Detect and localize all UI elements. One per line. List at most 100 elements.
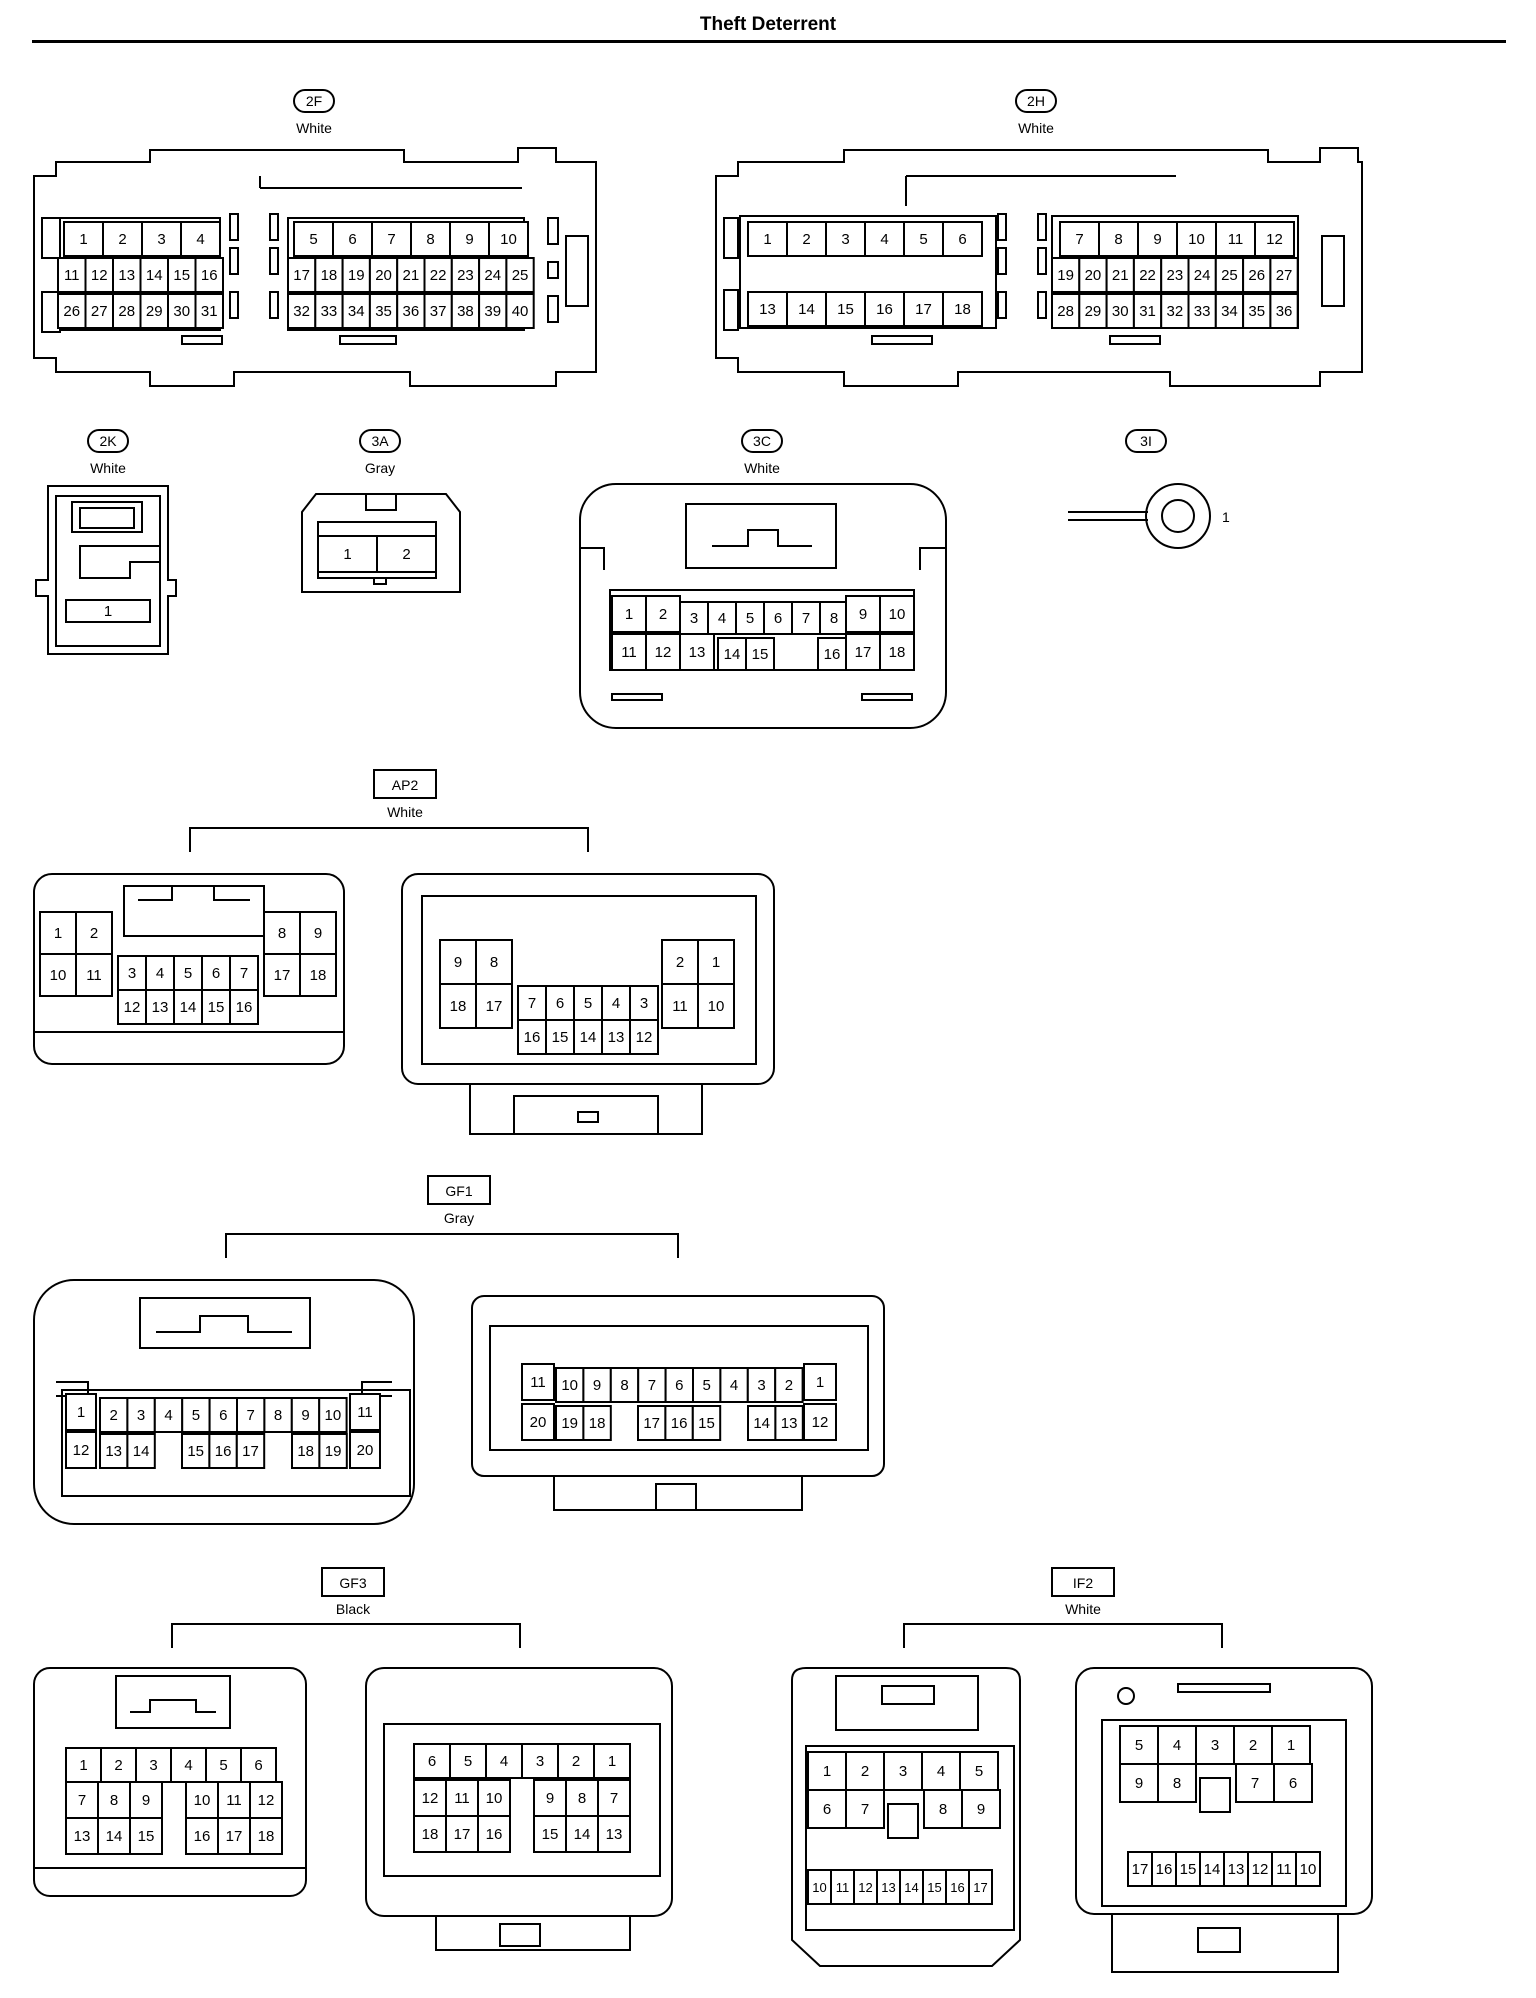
- pin-cell: [697, 983, 735, 1029]
- connector-id: 3A: [371, 433, 389, 449]
- pin-cell: [845, 1789, 885, 1829]
- pin-number: 12: [91, 267, 108, 284]
- pin-number: 2: [114, 1757, 122, 1774]
- pin-number: 10: [889, 606, 906, 623]
- pin-number: 10: [486, 1790, 503, 1807]
- pin-number: 1: [1287, 1737, 1295, 1754]
- pin-cell: [413, 1743, 451, 1779]
- pin-number: 4: [718, 610, 726, 627]
- pin-number: 9: [142, 1792, 150, 1809]
- title-rule: [32, 40, 1506, 43]
- pin-number: 17: [274, 967, 291, 984]
- pin-number: 11: [64, 267, 80, 284]
- pin-number: 3: [157, 231, 165, 248]
- pin-number: 10: [812, 1880, 826, 1895]
- pin-number: 11: [226, 1792, 242, 1809]
- pin-number: 7: [247, 1407, 255, 1424]
- pin-cell: [145, 989, 175, 1025]
- pin-number: 6: [1289, 1775, 1297, 1792]
- pin-cell: [84, 293, 114, 329]
- pin-number: 12: [73, 1442, 90, 1459]
- pin-number: 2: [402, 546, 410, 563]
- pin-number: 8: [578, 1790, 586, 1807]
- pin-number: 14: [753, 1415, 770, 1432]
- pin-number: 8: [830, 610, 838, 627]
- pin-cell: [533, 1815, 567, 1853]
- pin-number: 1: [625, 606, 633, 623]
- pin-number: 6: [219, 1407, 227, 1424]
- pin-number: 13: [152, 999, 169, 1016]
- pin-cell: [180, 221, 221, 257]
- pin-number: 11: [530, 1374, 546, 1391]
- pin-number: 4: [730, 1377, 738, 1394]
- pin-number: 13: [74, 1828, 91, 1845]
- pin-cell: [697, 939, 735, 985]
- pin-number: 10: [194, 1792, 211, 1809]
- pin-cell: [65, 1781, 99, 1819]
- pin-cell: [582, 1405, 612, 1441]
- connector-id: IF2: [1073, 1575, 1093, 1591]
- pin-number: 4: [880, 231, 888, 248]
- pin-number: 4: [164, 1407, 172, 1424]
- pin-number: 1: [343, 546, 351, 563]
- pin-number: 2: [118, 231, 126, 248]
- pin-cell: [153, 1397, 184, 1433]
- pin-number: 17: [643, 1415, 660, 1432]
- pin-number: 32: [293, 303, 310, 320]
- pin-number: 11: [621, 644, 637, 661]
- pin-number: 28: [118, 303, 135, 320]
- pin-number: 9: [593, 1377, 601, 1394]
- pin-cell: [194, 293, 224, 329]
- pin-cell: [1105, 257, 1135, 293]
- pin-number: 14: [904, 1880, 918, 1895]
- pin-number: 2: [1249, 1737, 1257, 1754]
- pin-number: 4: [1173, 1737, 1181, 1754]
- blank-cavity: [1199, 1777, 1231, 1813]
- pin-cell: [903, 221, 944, 257]
- pin-number: 34: [1221, 303, 1238, 320]
- pin-cell: [65, 1817, 99, 1855]
- pin-number: 2: [785, 1377, 793, 1394]
- pin-cell: [1187, 293, 1217, 329]
- pin-cell: [423, 293, 453, 329]
- pin-number: 18: [321, 267, 338, 284]
- pin-number: 1: [104, 603, 112, 620]
- pin-cell: [611, 633, 647, 671]
- pin-cell: [1254, 221, 1295, 257]
- pin-cell: [1214, 293, 1245, 329]
- pin-number: 12: [812, 1414, 829, 1431]
- pin-cell: [942, 221, 983, 257]
- pin-number: 12: [1252, 1861, 1269, 1878]
- pin-cell: [439, 983, 477, 1029]
- ground-terminal-label: 1: [1222, 509, 1230, 525]
- connector-color: White: [1018, 120, 1054, 136]
- pin-cell: [129, 1817, 163, 1855]
- pin-number: 7: [648, 1377, 656, 1394]
- pin-number: 7: [78, 1792, 86, 1809]
- pin-number: 35: [375, 303, 392, 320]
- pin-cell: [181, 1433, 211, 1469]
- pin-cell: [341, 293, 371, 329]
- pin-number: 9: [314, 925, 322, 942]
- pin-number: 16: [194, 1828, 211, 1845]
- connector-color: Gray: [444, 1210, 474, 1226]
- pin-number: 7: [1251, 1775, 1259, 1792]
- connector-id: GF3: [339, 1575, 366, 1591]
- connector-3I: 3I 1: [1068, 429, 1230, 549]
- pin-number: 18: [889, 644, 906, 661]
- pin-number: 20: [375, 267, 392, 284]
- pin-number: 18: [310, 967, 327, 984]
- pin-cell: [679, 601, 709, 635]
- pin-number: 5: [192, 1407, 200, 1424]
- pin-cell: [99, 1433, 129, 1469]
- pin-number: 14: [574, 1826, 591, 1843]
- pin-number: 5: [219, 1757, 227, 1774]
- pin-number: 9: [454, 954, 462, 971]
- pin-number: 17: [486, 998, 503, 1015]
- pin-cell: [597, 1815, 631, 1853]
- pin-cell: [1078, 257, 1108, 293]
- pin-cell: [747, 1405, 777, 1441]
- pin-number: 21: [403, 267, 420, 284]
